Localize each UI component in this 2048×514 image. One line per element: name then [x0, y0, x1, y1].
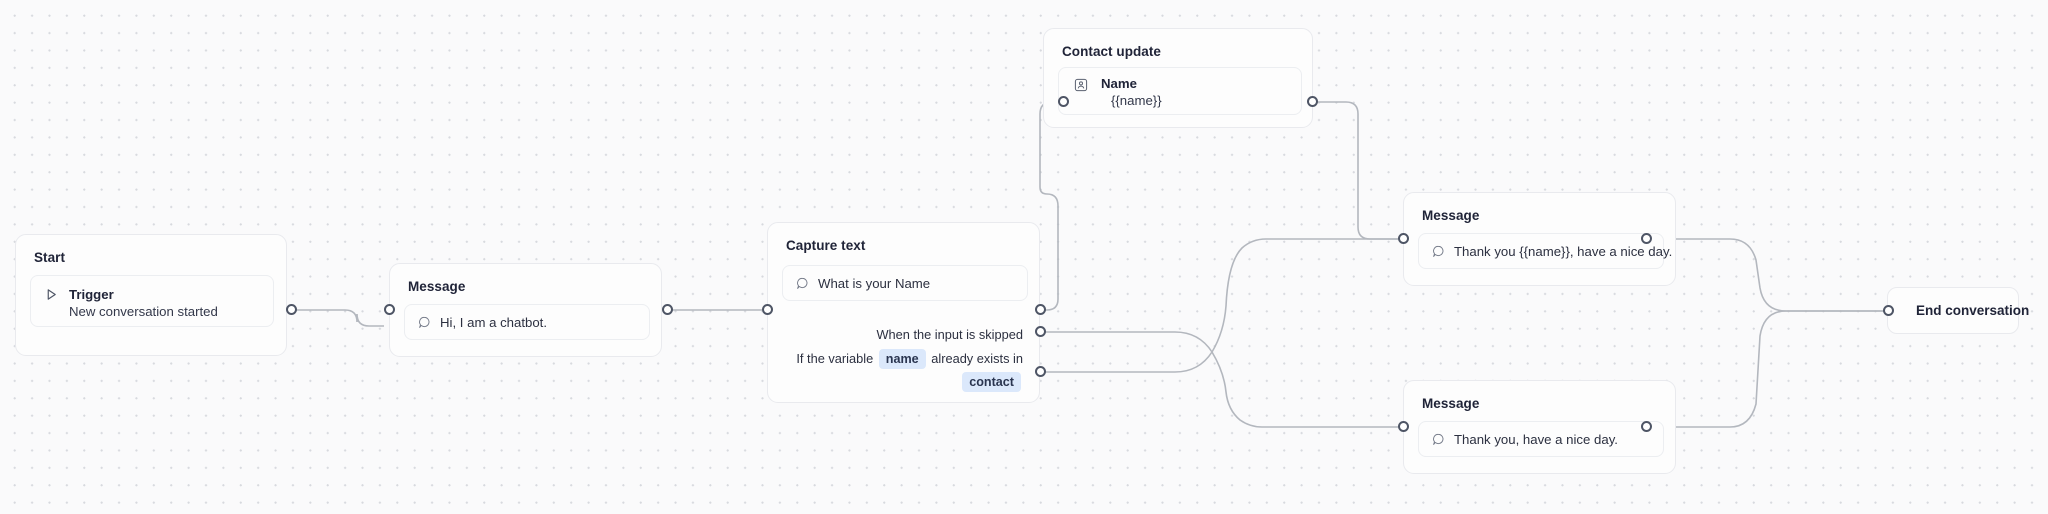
edge-start-to-message-intro [291, 309, 384, 327]
port-message-named-input[interactable] [1398, 233, 1409, 244]
capture-text-prompt-card[interactable]: What is your Name [782, 265, 1028, 301]
contact-update-field-label: Name [1101, 76, 1137, 91]
edge-message-generic-to-end [1646, 310, 1888, 428]
port-message-generic-input[interactable] [1398, 421, 1409, 432]
node-end-conversation[interactable]: End conversation [1887, 287, 2029, 334]
end-conversation-label: End conversation [1916, 303, 2030, 318]
capture-condition-prefix: If the variable [796, 351, 874, 366]
capture-condition-middle: already exists in [931, 351, 1023, 366]
port-message-named-output[interactable] [1641, 233, 1652, 244]
capture-condition-variable-chip[interactable]: name [878, 349, 926, 369]
node-start[interactable]: Start Trigger New conversation started [15, 234, 287, 356]
port-capture-text-output-main[interactable] [1035, 304, 1046, 315]
speech-bubble-icon [1432, 433, 1445, 446]
node-start-title: Start [34, 250, 66, 265]
node-contact-update-title: Contact update [1062, 44, 1161, 59]
port-contact-update-input[interactable] [1058, 96, 1069, 107]
node-capture-text[interactable]: Capture text What is your Name When the … [767, 222, 1040, 403]
node-contact-update[interactable]: Contact update Name {{name}} [1043, 28, 1313, 128]
node-message-named[interactable]: Message Thank you {{name}}, have a nice … [1403, 192, 1676, 286]
message-named-text: Thank you {{name}}, have a nice day. [1454, 243, 1673, 259]
message-intro-text-card[interactable]: Hi, I am a chatbot. [404, 304, 650, 340]
speech-bubble-icon [796, 277, 809, 290]
port-message-generic-output[interactable] [1641, 421, 1652, 432]
capture-condition-variable-exists: If the variable name already exists in c… [796, 349, 1023, 392]
port-end-conversation-input[interactable] [1883, 305, 1894, 316]
contact-update-field-card[interactable]: Name {{name}} [1058, 67, 1302, 115]
port-message-intro-input[interactable] [384, 304, 395, 315]
node-message-intro-title: Message [408, 279, 466, 294]
speech-bubble-icon [418, 316, 431, 329]
port-message-intro-output[interactable] [662, 304, 673, 315]
edge-capture-to-contact-update [1039, 101, 1063, 311]
start-trigger-label: Trigger [69, 287, 114, 302]
port-capture-text-input[interactable] [762, 304, 773, 315]
capture-condition-skipped-text: When the input is skipped [876, 327, 1023, 342]
capture-condition-skipped: When the input is skipped [876, 327, 1023, 343]
contact-update-field-value: {{name}} [1111, 93, 1162, 108]
edge-contact-update-to-message-named [1312, 101, 1398, 240]
edge-variable-exists-to-message-named [1040, 238, 1398, 373]
node-capture-text-title: Capture text [786, 238, 866, 253]
node-message-generic-title: Message [1422, 396, 1480, 411]
port-start-output[interactable] [286, 304, 297, 315]
message-named-text-card[interactable]: Thank you {{name}}, have a nice day. [1418, 233, 1672, 269]
port-capture-text-output-variable-exists[interactable] [1035, 366, 1046, 377]
node-message-generic[interactable]: Message Thank you, have a nice day. [1403, 380, 1676, 474]
capture-condition-target-chip[interactable]: contact [962, 372, 1021, 392]
contact-card-icon [1074, 78, 1088, 92]
start-trigger-description: New conversation started [69, 304, 218, 319]
message-generic-text: Thank you, have a nice day. [1454, 431, 1618, 447]
speech-bubble-icon [1432, 245, 1445, 258]
edge-skipped-to-message-generic [1040, 331, 1398, 428]
play-triangle-icon [45, 288, 58, 301]
message-intro-text: Hi, I am a chatbot. [440, 314, 548, 330]
node-message-intro[interactable]: Message Hi, I am a chatbot. [389, 263, 662, 357]
edge-message-named-to-end [1646, 238, 1888, 312]
port-capture-text-output-skipped[interactable] [1035, 326, 1046, 337]
message-generic-text-card[interactable]: Thank you, have a nice day. [1418, 421, 1664, 457]
start-trigger-card[interactable]: Trigger New conversation started [30, 275, 274, 327]
capture-text-prompt: What is your Name [818, 275, 931, 291]
port-contact-update-output[interactable] [1307, 96, 1318, 107]
node-message-named-title: Message [1422, 208, 1480, 223]
